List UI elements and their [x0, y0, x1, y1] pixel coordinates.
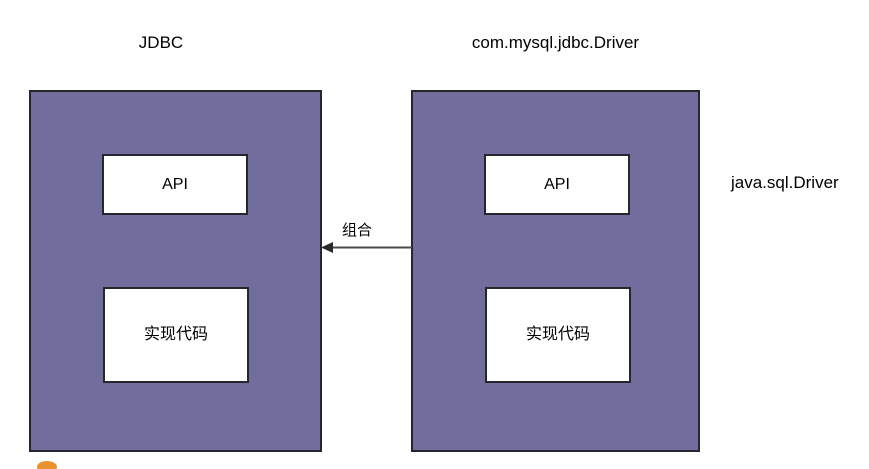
mysql-driver-implementation-box: 实现代码 — [485, 287, 631, 383]
composition-arrow — [321, 242, 412, 253]
panel-mysql-driver: API 实现代码 — [411, 90, 700, 452]
mysql-driver-api-box: API — [484, 154, 630, 215]
composition-arrow-label: 组合 — [342, 222, 373, 239]
panel-title-jdbc: JDBC — [138, 33, 184, 52]
panel-title-mysql-driver: com.mysql.jdbc.Driver — [471, 33, 640, 52]
side-note-java-sql-driver: java.sql.Driver — [731, 173, 839, 192]
orange-marker-icon — [37, 461, 57, 469]
arrow-head-icon — [321, 242, 333, 253]
jdbc-implementation-box: 实现代码 — [103, 287, 249, 383]
panel-jdbc: API 实现代码 — [29, 90, 322, 452]
jdbc-api-box: API — [102, 154, 248, 215]
